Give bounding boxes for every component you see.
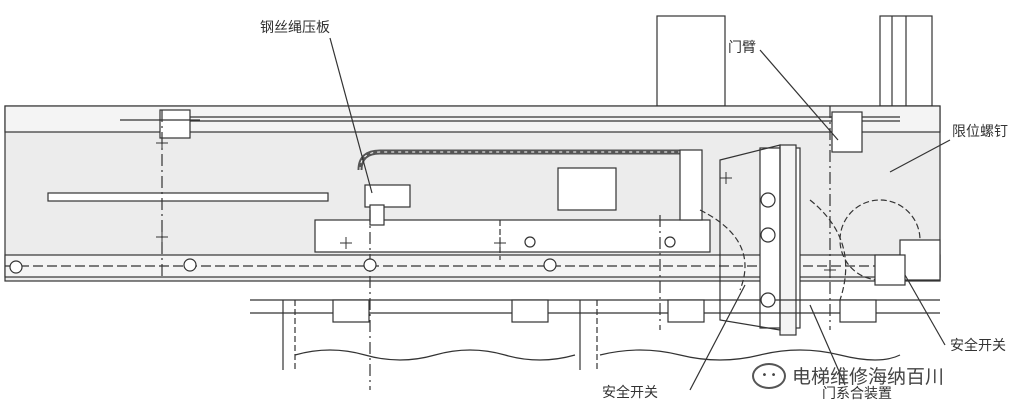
label-safety-switch-right: 安全开关	[950, 338, 1006, 354]
wechat-icon: • •	[752, 362, 786, 389]
label-wire-rope-plate: 钢丝绳压板	[260, 20, 330, 36]
label-door-coupling-device: 门系合装置	[822, 386, 892, 402]
top-rail	[4, 105, 941, 133]
leader-safety-switch-bottom	[689, 284, 746, 391]
motor-plate	[557, 167, 617, 211]
leader-wire-rope-plate	[329, 37, 373, 194]
leader-door-arm	[759, 49, 839, 141]
leader-limit-screw	[889, 139, 951, 173]
watermark-text: 电梯维修海纳百川	[792, 366, 945, 388]
label-safety-switch-bottom: 安全开关	[602, 385, 658, 401]
watermark: • • 电梯维修海纳百川	[752, 362, 944, 389]
label-limit-screw: 限位螺钉	[952, 124, 1008, 140]
leader-door-coupling	[809, 304, 846, 386]
slide-bar	[47, 192, 329, 202]
motor-box-left	[656, 15, 726, 107]
leader-safety-switch-right	[904, 274, 946, 346]
label-door-arm: 门臂	[728, 40, 756, 56]
